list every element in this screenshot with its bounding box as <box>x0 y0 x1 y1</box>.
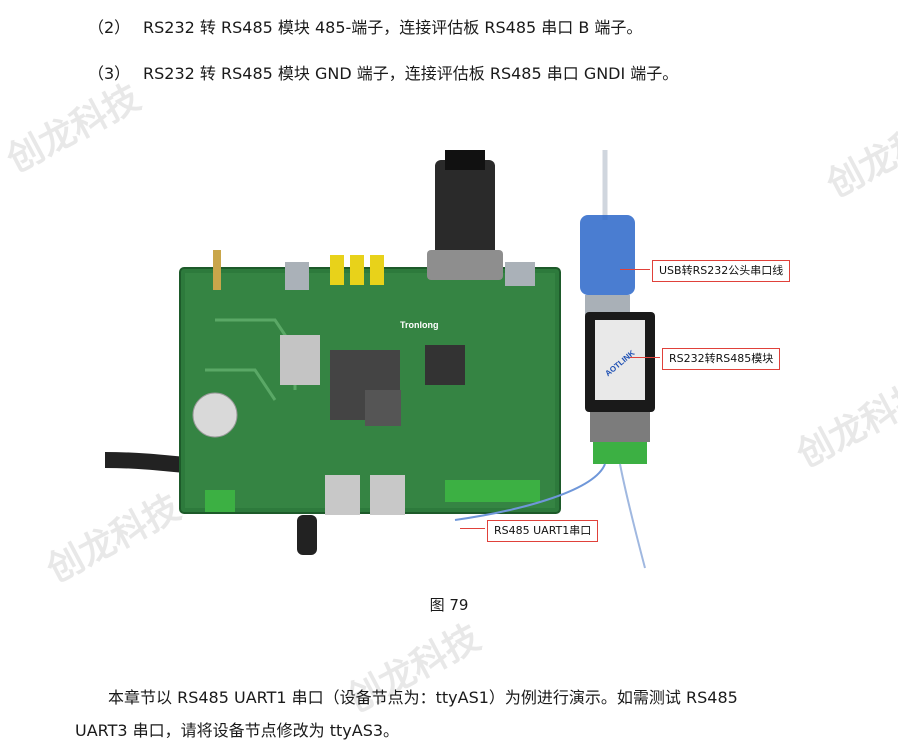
watermark: 创龙科技 <box>790 372 898 476</box>
callout-usb-cable: USB转RS232公头串口线 <box>652 260 791 282</box>
list-text: RS232 转 RS485 模块 GND 端子，连接评估板 RS485 串口 G… <box>143 64 679 83</box>
body-paragraph: 本章节以 RS485 UART1 串口（设备节点为：ttyAS1）为例进行演示。… <box>75 688 835 708</box>
figure-caption: 图 79 <box>429 596 469 614</box>
list-number: （3） <box>88 64 131 83</box>
hardware-photo: Tronlong AOTLINK USB转RS232公头串口线 RS232转RS… <box>104 150 791 570</box>
board-illustration: Tronlong AOTLINK <box>104 150 655 569</box>
callout-line <box>630 357 660 358</box>
callout-line <box>620 269 650 270</box>
callout-line <box>460 528 485 529</box>
list-text: RS232 转 RS485 模块 485-端子，连接评估板 RS485 串口 B… <box>143 18 643 37</box>
paragraph-line: UART3 串口，请将设备节点修改为 ttyAS3。 <box>75 721 400 740</box>
watermark: 创龙科技 <box>820 102 898 206</box>
paragraph-line: 本章节以 RS485 UART1 串口（设备节点为：ttyAS1）为例进行演示。… <box>108 688 738 707</box>
callout-uart1: RS485 UART1串口 <box>487 520 599 542</box>
list-number: （2） <box>88 18 131 37</box>
board-logo: Tronlong <box>400 320 439 330</box>
body-paragraph: UART3 串口，请将设备节点修改为 ttyAS3。 <box>75 721 835 741</box>
callout-converter: RS232转RS485模块 <box>662 348 781 370</box>
